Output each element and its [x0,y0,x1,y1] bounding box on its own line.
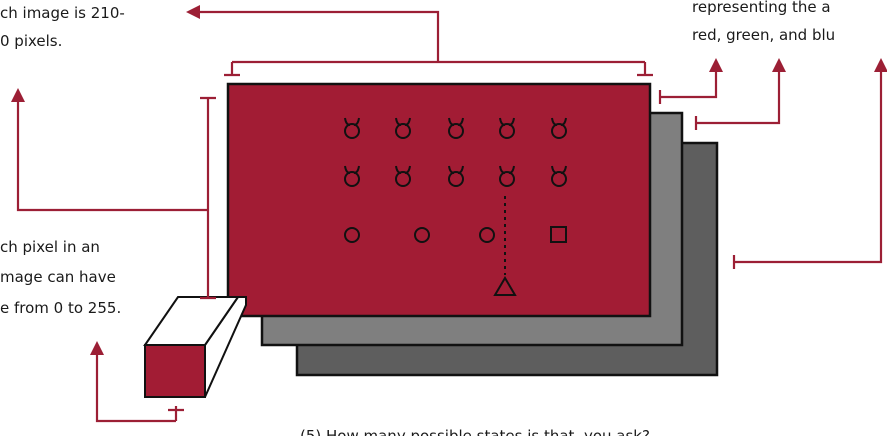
size-text-line-2: 0 pixels. [0,32,62,50]
range-text-line-1: ch pixel in an [0,238,100,256]
channels-text-line-1: representing the a [692,0,831,16]
channels-text-line-2: red, green, and blu [692,26,835,44]
range-text-line-3: e from 0 to 255. [0,299,121,317]
pixel-cube [145,297,246,397]
arrow-up-icon [772,58,786,72]
red-channel-layer [228,84,650,316]
arrow-up-icon [90,341,104,355]
width-bracket [196,12,653,75]
size-text-line-1: ch image is 210- [0,4,125,22]
range-text-line-2: mage can have [0,268,116,286]
arrow-up-icon [11,88,25,102]
arrow-up-icon [874,58,887,72]
arrow-up-icon [709,58,723,72]
caption-text: (5) How many possible states is that, yo… [300,427,650,436]
pixel-cube-front [145,345,205,397]
arrow-left-icon [186,5,200,19]
